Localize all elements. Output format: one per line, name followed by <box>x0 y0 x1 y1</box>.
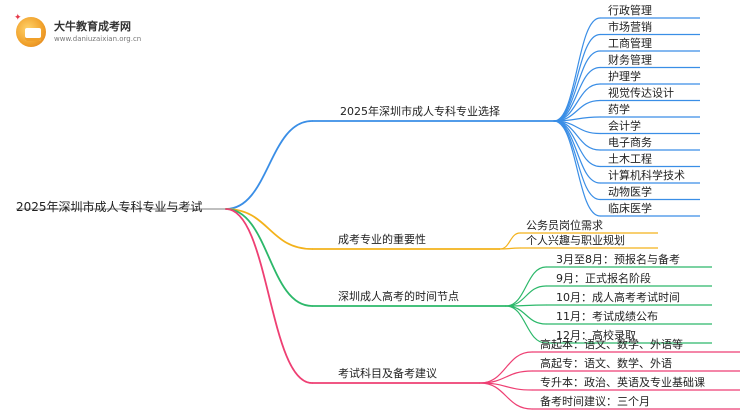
leaf-edge <box>505 285 547 307</box>
branch-node[interactable]: 深圳成人高考的时间节点 <box>338 289 459 303</box>
leaf-edge <box>553 50 601 122</box>
brand-url: www.daniuzaixian.org.cn <box>54 35 142 43</box>
leaf-edge <box>479 370 533 384</box>
book-icon <box>25 28 41 41</box>
leaf-node[interactable]: 护理学 <box>608 69 641 83</box>
spark-icon: ✦ <box>14 13 22 23</box>
leaf-node[interactable]: 会计学 <box>608 119 641 133</box>
leaf-node[interactable]: 市场营销 <box>608 20 652 34</box>
leaf-edge <box>505 305 547 344</box>
leaf-node[interactable]: 电子商务 <box>608 135 652 149</box>
leaf-node[interactable]: 土木工程 <box>608 153 652 166</box>
leaf-node[interactable]: 计算机科学技术 <box>608 168 685 182</box>
leaf-node[interactable]: 专升本：政治、英语及专业基础课 <box>540 375 705 389</box>
leaf-node[interactable]: 11月：考试成绩公布 <box>556 310 658 323</box>
branch-edge <box>225 208 313 384</box>
mind-map-edges <box>16 17 740 410</box>
leaf-node[interactable]: 高起专：语文、数学、外语 <box>540 356 672 370</box>
leaf-edge <box>553 120 601 217</box>
leaf-edge <box>553 17 601 122</box>
branch-node[interactable]: 成考专业的重要性 <box>338 232 426 246</box>
leaf-node[interactable]: 备考时间建议：三个月 <box>540 394 650 408</box>
leaf-edge <box>499 232 521 250</box>
root-node[interactable]: 2025年深圳市成人专科专业与考试 <box>16 199 203 214</box>
leaf-node[interactable]: 高起本：语文、数学、外语等 <box>540 337 683 351</box>
branch-node[interactable]: 2025年深圳市成人专科专业选择 <box>340 104 500 118</box>
leaf-node[interactable]: 药学 <box>608 102 630 116</box>
leaf-node[interactable]: 12月：高校录取 <box>556 328 636 342</box>
leaf-edge <box>553 33 601 122</box>
leaf-edge <box>553 120 601 184</box>
leaf-edge <box>553 83 601 122</box>
leaf-node[interactable]: 个人兴趣与职业规划 <box>526 233 625 247</box>
mind-map-nodes: 2025年深圳市成人专科专业与考试 2025年深圳市成人专科专业选择 行政管理市场营… <box>16 3 705 408</box>
branch-edge <box>225 120 313 210</box>
leaf-edge <box>505 305 547 325</box>
branch-node[interactable]: 考试科目及备考建议 <box>338 366 437 380</box>
leaf-node[interactable]: 行政管理 <box>608 3 652 17</box>
leaf-node[interactable]: 财务管理 <box>608 53 652 67</box>
leaf-node[interactable]: 3月至8月：预报名与备考 <box>556 252 680 266</box>
leaf-node[interactable]: 视觉传达设计 <box>608 86 674 100</box>
brand-logo[interactable]: ✦ 大牛教育成考网 www.daniuzaixian.org.cn <box>14 14 174 50</box>
brand-name: 大牛教育成考网 <box>54 20 131 33</box>
leaf-edge <box>479 351 533 384</box>
leaf-node[interactable]: 公务员岗位需求 <box>526 218 603 232</box>
leaf-edge <box>499 247 521 250</box>
leaf-node[interactable]: 工商管理 <box>608 36 652 50</box>
branch-edge <box>225 208 313 250</box>
leaf-edge <box>553 120 601 151</box>
leaf-edge <box>505 266 547 307</box>
leaf-node[interactable]: 临床医学 <box>608 201 652 215</box>
branch-edge <box>225 208 313 307</box>
leaf-node[interactable]: 10月：成人高考考试时间 <box>556 290 680 304</box>
leaf-edge <box>479 382 533 410</box>
logo-badge-icon <box>16 17 46 47</box>
leaf-node[interactable]: 9月：正式报名阶段 <box>556 271 651 285</box>
leaf-node[interactable]: 动物医学 <box>608 185 652 199</box>
